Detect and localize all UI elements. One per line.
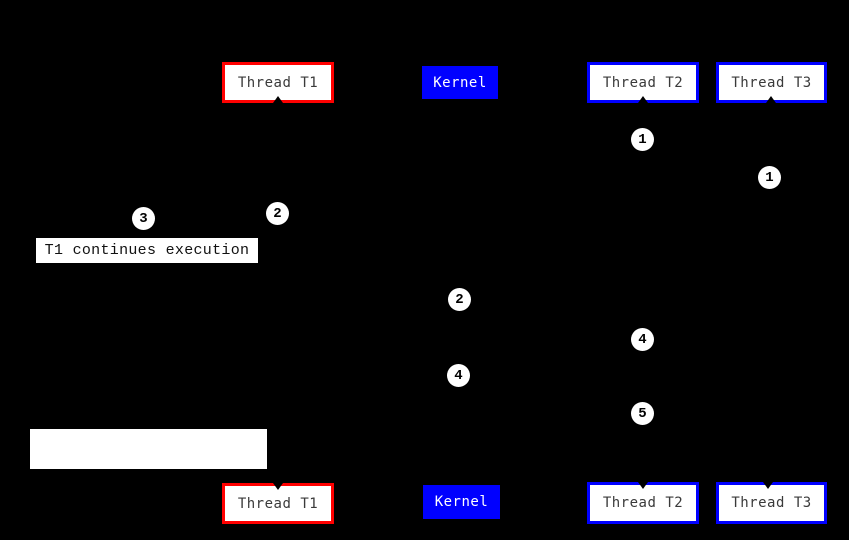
thread-t1-label: Thread T1: [237, 74, 319, 91]
step-marker-5: 5: [631, 402, 654, 425]
kernel-label: Kernel: [434, 494, 489, 510]
arrowhead-notch: [763, 482, 773, 489]
thread-t2-label: Thread T2: [602, 495, 684, 511]
arrowhead-notch: [766, 96, 776, 103]
arrowhead-notch: [638, 96, 648, 103]
blank-label-box: [30, 429, 267, 469]
kernel-label: Kernel: [433, 74, 487, 91]
thread-t3-label: Thread T3: [731, 495, 812, 511]
step-marker-4: 4: [631, 328, 654, 351]
thread-t3-label: Thread T3: [731, 74, 812, 91]
kernel-box-top: Kernel: [422, 66, 498, 99]
thread-t1-label: Thread T1: [237, 495, 319, 512]
step-marker-1: 1: [631, 128, 654, 151]
arrowhead-notch: [273, 483, 283, 490]
step-marker-2: 2: [266, 202, 289, 225]
thread-t2-label: Thread T2: [602, 74, 684, 91]
thread-t2-box-bottom: Thread T2: [587, 482, 699, 524]
step-marker-4: 4: [447, 364, 470, 387]
step-marker-3: 3: [132, 207, 155, 230]
t1-continues-label: T1 continues execution: [36, 238, 258, 263]
step-marker-2: 2: [448, 288, 471, 311]
step-marker-1: 1: [758, 166, 781, 189]
arrowhead-notch: [273, 96, 283, 103]
kernel-box-bottom: Kernel: [423, 485, 500, 519]
thread-t3-box-bottom: Thread T3: [716, 482, 827, 524]
arrowhead-notch: [638, 482, 648, 489]
